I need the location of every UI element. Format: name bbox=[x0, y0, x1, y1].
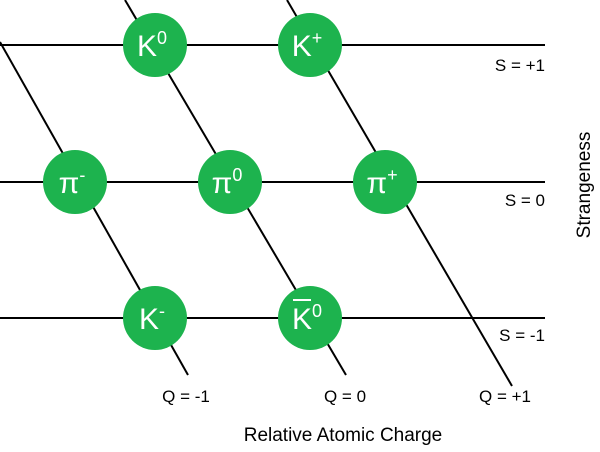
particle-symbol: K+ bbox=[292, 28, 323, 63]
particle-base: K bbox=[137, 30, 157, 63]
strangeness-label-plus1: S = +1 bbox=[495, 56, 545, 75]
particle-K-plus: K+ bbox=[278, 13, 342, 77]
particle-superscript: 0 bbox=[232, 165, 242, 185]
particle-anti-K-zero: K0 bbox=[278, 286, 342, 350]
x-axis-label: Relative Atomic Charge bbox=[244, 425, 443, 446]
particle-circle bbox=[43, 150, 107, 214]
particle-K-minus: K- bbox=[123, 286, 187, 350]
charge-label-minus1: Q = -1 bbox=[162, 387, 210, 406]
charge-label-plus1: Q = +1 bbox=[479, 387, 531, 406]
strangeness-label-zero: S = 0 bbox=[505, 191, 545, 210]
particle-symbol: π- bbox=[59, 165, 86, 200]
particle-circle bbox=[198, 150, 262, 214]
particle-pi-minus: π- bbox=[43, 150, 107, 214]
particle-base: π bbox=[366, 167, 387, 200]
particle-base: K bbox=[139, 303, 159, 336]
charge-label-zero: Q = 0 bbox=[324, 387, 366, 406]
particle-base: π bbox=[59, 167, 80, 200]
particle-circle bbox=[353, 150, 417, 214]
particle-base: K bbox=[292, 30, 312, 63]
particle-circle bbox=[278, 286, 342, 350]
particle-symbol: K- bbox=[139, 301, 165, 336]
particle-circle bbox=[123, 13, 187, 77]
particle-pi-zero: π0 bbox=[198, 150, 262, 214]
particle-symbol: π0 bbox=[212, 165, 243, 200]
particle-base: K bbox=[292, 303, 312, 336]
particle-base: π bbox=[212, 167, 233, 200]
particle-symbol: K0 bbox=[137, 28, 167, 63]
particle-symbol: π+ bbox=[366, 165, 397, 200]
particle-superscript: 0 bbox=[157, 28, 167, 48]
particle-superscript: 0 bbox=[312, 301, 322, 321]
particle-pi-plus: π+ bbox=[353, 150, 417, 214]
strangeness-label-minus1: S = -1 bbox=[499, 326, 545, 345]
particle-K-zero: K0 bbox=[123, 13, 187, 77]
particle-superscript: + bbox=[387, 165, 398, 185]
particle-circle bbox=[278, 13, 342, 77]
particle-superscript: - bbox=[159, 301, 165, 321]
particle-superscript: + bbox=[312, 28, 323, 48]
particle-superscript: - bbox=[79, 165, 85, 185]
particle-symbol: K0 bbox=[292, 301, 322, 336]
particle-circle bbox=[123, 286, 187, 350]
y-axis-label: Strangeness bbox=[574, 132, 595, 239]
